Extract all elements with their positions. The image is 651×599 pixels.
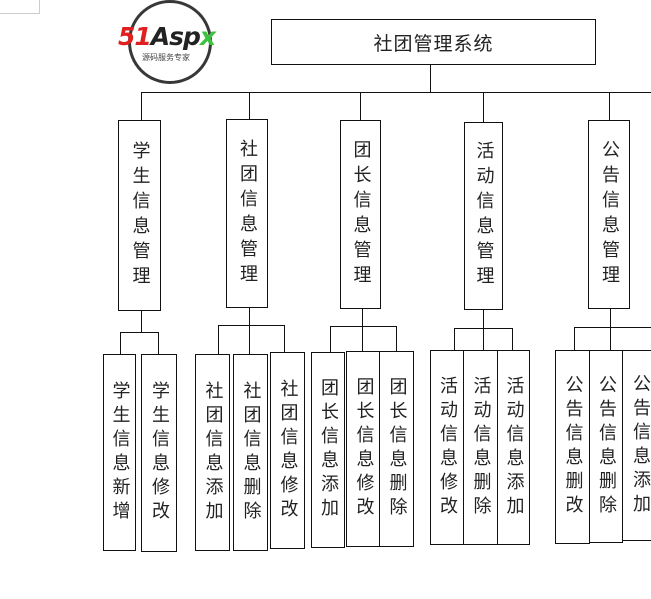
- connector: [362, 309, 363, 351]
- module-leader: 团长信息管理: [340, 120, 381, 309]
- function-label: 公告信息删除: [596, 374, 617, 519]
- connector: [430, 65, 431, 92]
- function-node: 学生信息新增: [103, 354, 136, 551]
- module-label: 活动信息管理: [473, 141, 495, 291]
- function-label: 公告信息删改: [562, 375, 584, 519]
- module-student: 学生信息管理: [118, 120, 161, 311]
- function-node: 团长信息修改: [346, 351, 381, 547]
- module-label: 社团信息管理: [237, 138, 258, 289]
- connector: [141, 92, 142, 120]
- page-corner-mark: [0, 0, 40, 14]
- function-label: 活动信息添加: [503, 375, 525, 520]
- connector: [610, 309, 611, 350]
- watermark-logo-part: x: [199, 22, 216, 51]
- module-activity: 活动信息管理: [464, 122, 503, 310]
- connector: [360, 92, 361, 120]
- function-label: 社团信息修改: [277, 378, 299, 523]
- connector: [574, 327, 651, 328]
- connector: [483, 310, 484, 350]
- module-notice: 公告信息管理: [588, 120, 630, 309]
- connector: [284, 325, 285, 352]
- connector: [454, 328, 512, 329]
- connector: [609, 92, 610, 120]
- function-node: 社团信息添加: [195, 354, 230, 551]
- function-label: 社团信息删除: [240, 380, 262, 525]
- function-label: 团长信息添加: [318, 378, 339, 522]
- function-label: 活动信息删除: [470, 375, 492, 520]
- module-label: 团长信息管理: [350, 139, 372, 290]
- module-club: 社团信息管理: [226, 119, 268, 308]
- function-label: 团长信息删除: [386, 377, 408, 521]
- function-node: 公告信息删改: [555, 350, 590, 544]
- connector: [330, 326, 331, 352]
- watermark-logo-part: Asp: [150, 22, 201, 51]
- function-label: 公告信息添加: [630, 373, 651, 518]
- function-node: 公告信息添加: [622, 350, 651, 541]
- connector: [454, 328, 455, 350]
- function-node: 团长信息删除: [379, 351, 414, 547]
- function-label: 社团信息添加: [202, 380, 224, 525]
- root-node: 社团管理系统: [271, 19, 596, 65]
- connector: [512, 328, 513, 350]
- function-node: 活动信息添加: [497, 350, 530, 545]
- module-label: 学生信息管理: [129, 140, 151, 291]
- function-node: 团长信息添加: [311, 352, 345, 548]
- connector: [120, 332, 121, 354]
- function-node: 社团信息修改: [270, 352, 305, 549]
- root-label: 社团管理系统: [373, 32, 494, 55]
- connector: [141, 311, 142, 332]
- connector: [158, 332, 159, 354]
- function-node: 活动信息修改: [430, 350, 464, 545]
- connector: [249, 92, 250, 119]
- function-node: 社团信息删除: [233, 354, 268, 551]
- watermark-logo: 51Aspx: [118, 22, 216, 51]
- connector: [141, 92, 651, 93]
- function-label: 学生信息新增: [109, 380, 131, 525]
- function-node: 公告信息删除: [589, 350, 623, 543]
- watermark-circle: [128, 0, 212, 84]
- connector: [218, 325, 219, 354]
- connector: [483, 92, 484, 122]
- connector: [574, 327, 575, 350]
- connector: [396, 326, 397, 351]
- function-label: 活动信息修改: [437, 375, 458, 520]
- connector: [218, 325, 284, 326]
- connector: [330, 326, 396, 327]
- function-label: 学生信息修改: [149, 381, 170, 525]
- function-node: 学生信息修改: [141, 354, 177, 552]
- watermark-logo-part: 51: [118, 22, 152, 51]
- function-node: 活动信息删除: [463, 350, 498, 545]
- connector: [249, 308, 250, 354]
- connector: [120, 332, 158, 333]
- function-label: 团长信息修改: [353, 377, 375, 521]
- module-label: 公告信息管理: [599, 139, 620, 290]
- watermark-tagline: 源码服务专家: [142, 53, 190, 62]
